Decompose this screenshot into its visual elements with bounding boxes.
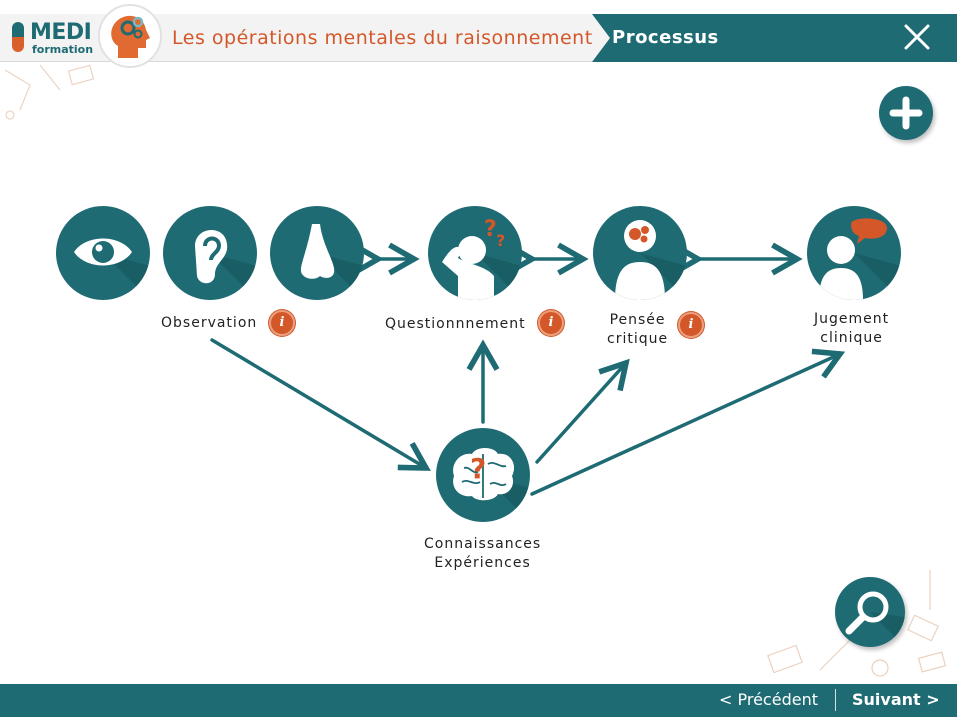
header-bar: MEDI formation Les opérations mentales d… xyxy=(0,0,957,68)
label-jugement-line2: clinique xyxy=(820,330,883,346)
brain-question-icon: ? xyxy=(436,428,530,522)
ear-icon xyxy=(163,206,257,300)
eye-icon xyxy=(56,206,150,300)
magnifier-button[interactable] xyxy=(835,577,905,647)
questioning-person-icon: ? ? xyxy=(428,206,522,300)
label-connaissances-line2: Expériences xyxy=(434,555,531,571)
nav-separator xyxy=(835,689,836,711)
top-left-decoration xyxy=(4,64,95,120)
label-pensee-line2: critique xyxy=(607,331,669,347)
nose-icon xyxy=(270,206,364,300)
page-title: Les opérations mentales du raisonnement xyxy=(172,27,593,49)
label-connaissances-experiences: Connaissances Expériences xyxy=(424,535,541,573)
svg-text:?: ? xyxy=(484,217,497,242)
label-connaissances-line1: Connaissances xyxy=(424,536,542,552)
svg-text:?: ? xyxy=(496,231,505,250)
logo-medi-text: MEDI xyxy=(30,20,92,45)
info-observation-button[interactable]: i xyxy=(269,310,295,336)
pill-icon xyxy=(12,22,24,52)
magnifier-icon xyxy=(845,591,905,647)
next-button[interactable]: Suivant > xyxy=(852,690,940,709)
label-pensee-line1: Pensée xyxy=(609,312,666,328)
section-strip xyxy=(592,14,957,62)
speaking-person-icon xyxy=(807,206,901,300)
section-title: Processus xyxy=(612,27,719,48)
head-gears-icon xyxy=(98,4,162,68)
info-pensee-button[interactable]: i xyxy=(678,312,704,338)
info-icon: i xyxy=(279,315,285,330)
label-jugement-clinique: Jugement clinique xyxy=(814,310,889,348)
label-pensee-critique: Pensée critique xyxy=(607,311,668,349)
plus-icon xyxy=(889,96,923,130)
info-questionnement-button[interactable]: i xyxy=(538,310,564,336)
critical-thinking-person-icon xyxy=(593,206,687,300)
label-questionnement: Questionnnement xyxy=(385,316,526,332)
info-icon: i xyxy=(688,317,694,332)
info-icon: i xyxy=(548,315,554,330)
plus-button[interactable] xyxy=(879,86,933,140)
previous-button[interactable]: < Précédent xyxy=(719,690,818,709)
label-jugement-line1: Jugement xyxy=(814,311,890,327)
footer-bar: < Précédent Suivant > xyxy=(0,684,957,717)
medi-formation-logo: MEDI formation xyxy=(8,18,98,58)
logo-formation-text: formation xyxy=(32,43,94,56)
close-icon[interactable] xyxy=(902,22,932,52)
svg-text:?: ? xyxy=(470,452,486,485)
label-observation: Observation xyxy=(161,315,258,331)
